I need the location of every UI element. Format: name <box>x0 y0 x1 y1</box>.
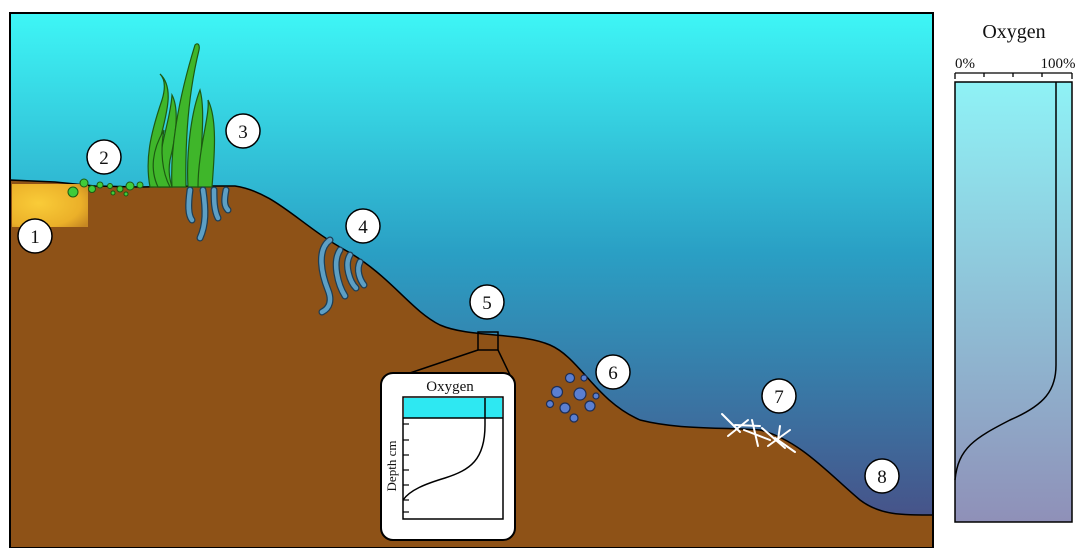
svg-text:3: 3 <box>238 122 248 143</box>
inset-title: Oxygen <box>426 379 474 395</box>
marker-5: 5 <box>470 285 504 319</box>
marker-2: 2 <box>87 140 121 174</box>
gauge-tick-min: 0% <box>955 56 975 72</box>
svg-text:4: 4 <box>358 217 368 238</box>
svg-text:5: 5 <box>482 293 492 314</box>
gauge-title: Oxygen <box>982 21 1045 43</box>
gauge-tick-max: 100% <box>1041 56 1076 72</box>
svg-text:1: 1 <box>30 227 40 248</box>
svg-text:2: 2 <box>99 148 109 169</box>
marker-3: 3 <box>226 114 260 148</box>
gauge-column <box>955 82 1072 522</box>
marker-4: 4 <box>346 209 380 243</box>
inset-oxic-layer <box>404 398 502 418</box>
svg-text:6: 6 <box>608 363 618 384</box>
oxygen-gauge: Oxygen 0% 100% <box>955 21 1076 522</box>
marker-6: 6 <box>596 355 630 389</box>
marker-7: 7 <box>762 379 796 413</box>
svg-text:8: 8 <box>877 467 887 488</box>
inset-ylabel: Depth cm <box>384 441 399 492</box>
marker-8: 8 <box>865 459 899 493</box>
marker-1: 1 <box>18 219 52 253</box>
inset-oxygen-profile: Oxygen Depth cm <box>381 373 515 540</box>
svg-text:7: 7 <box>774 387 784 408</box>
